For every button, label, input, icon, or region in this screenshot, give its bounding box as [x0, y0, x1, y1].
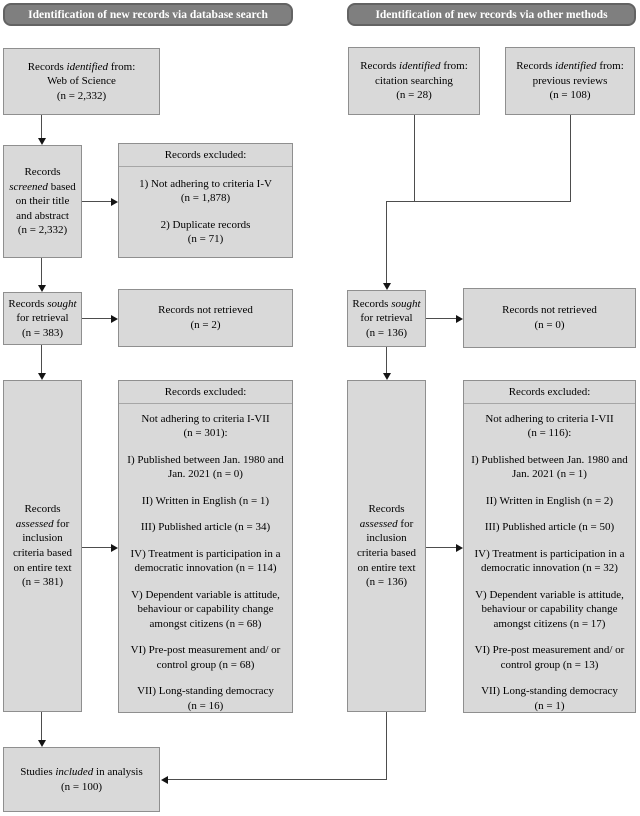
- node-records-identified-database: Records identified from: Web of Science …: [3, 48, 160, 115]
- connector-assessed-other-drop: [386, 712, 387, 779]
- header-other-methods: Identification of new records via other …: [347, 3, 636, 26]
- connector-screened-to-sought: [41, 258, 42, 285]
- excluded-header: Records excluded:: [119, 381, 292, 404]
- connector-other-to-included: [168, 779, 387, 780]
- node-records-identified-citation: Records identified from: citation search…: [348, 47, 480, 115]
- connector-identified-to-screened: [41, 115, 42, 138]
- header-other-methods-label: Identification of new records via other …: [375, 8, 608, 21]
- excluded-header: Records excluded:: [119, 144, 292, 167]
- excluded-item: VI) Pre-post measurement and/ or control…: [130, 644, 281, 671]
- node-records-not-retrieved-database: Records not retrieved (n = 2): [118, 289, 293, 347]
- arrowhead-down-icon: [382, 283, 391, 290]
- excluded-header: Records excluded:: [464, 381, 635, 404]
- excluded-item: III) Published article (n = 50): [484, 521, 615, 534]
- excluded-body: Not adhering to criteria I-VII (n = 301)…: [119, 404, 292, 722]
- node-records-sought-other: Records sought for retrieval (n = 136): [347, 290, 426, 347]
- excluded-item: IV) Treatment is participation in a demo…: [130, 547, 281, 575]
- node-text: Records sought for retrieval (n = 383): [8, 297, 77, 339]
- node-text: Records identified from: citation search…: [360, 60, 468, 102]
- node-records-excluded-assessment-other: Records excluded: Not adhering to criter…: [463, 380, 636, 713]
- arrowhead-right-icon: [111, 314, 118, 323]
- node-records-identified-reviews: Records identified from: previous review…: [505, 47, 635, 115]
- connector-assessed-to-included: [41, 712, 42, 740]
- excluded-item: II) Written in English (n = 2): [485, 494, 614, 507]
- node-text: Records not retrieved (n = 0): [502, 304, 597, 331]
- connector-reviews-drop: [570, 115, 571, 202]
- connector-merge-horizontal: [386, 201, 571, 202]
- node-text: Records identified from: previous review…: [516, 60, 624, 102]
- node-studies-included: Studies included in analysis (n = 100): [3, 747, 160, 812]
- excluded-item: VII) Long-standing democracy (n = 1): [481, 685, 618, 712]
- arrowhead-down-icon: [37, 740, 46, 747]
- node-text: Records sought for retrieval (n = 136): [352, 297, 421, 339]
- node-records-screened: Records screened based on their title an…: [3, 145, 82, 258]
- excluded-item: Not adhering to criteria I-VII (n = 116)…: [485, 412, 614, 440]
- node-records-assessed-other: Records assessed for inclusion criteria …: [347, 380, 426, 712]
- excluded-item: Not adhering to criteria I-VII (n = 301)…: [141, 412, 270, 440]
- node-records-not-retrieved-other: Records not retrieved (n = 0): [463, 288, 636, 348]
- excluded-item: I) Published between Jan. 1980 and Jan. …: [127, 453, 284, 481]
- excluded-item: 2) Duplicate records (n = 71): [160, 218, 251, 246]
- arrowhead-right-icon: [456, 314, 463, 323]
- arrowhead-right-icon: [456, 543, 463, 552]
- excluded-item: IV) Treatment is participation in a demo…: [474, 547, 625, 575]
- arrowhead-right-icon: [111, 197, 118, 206]
- node-records-excluded-screening: Records excluded: 1) Not adhering to cri…: [118, 143, 293, 258]
- header-database-search-label: Identification of new records via databa…: [28, 8, 268, 21]
- connector-sought-to-assessed: [41, 345, 42, 373]
- excluded-item: III) Published article (n = 34): [140, 521, 271, 534]
- connector-merge-to-sought: [386, 201, 387, 283]
- excluded-body: Not adhering to criteria I-VII (n = 116)…: [464, 404, 635, 722]
- connector-screened-to-excluded: [82, 201, 111, 202]
- excluded-item: I) Published between Jan. 1980 and Jan. …: [471, 453, 628, 481]
- arrowhead-down-icon: [37, 285, 46, 292]
- connector-assessed-other-to-excluded: [426, 547, 456, 548]
- excluded-item: II) Written in English (n = 1): [141, 494, 270, 507]
- connector-sought-to-not-retrieved: [82, 318, 111, 319]
- node-text: Records assessed for inclusion criteria …: [357, 503, 416, 589]
- arrowhead-left-icon: [161, 775, 168, 784]
- arrowhead-down-icon: [37, 138, 46, 145]
- arrowhead-right-icon: [111, 543, 118, 552]
- node-records-excluded-assessment-database: Records excluded: Not adhering to criter…: [118, 380, 293, 713]
- excluded-item: V) Dependent variable is attitude, behav…: [475, 588, 624, 630]
- connector-citation-drop: [414, 115, 415, 202]
- connector-sought-other-to-not-retrieved: [426, 318, 456, 319]
- node-records-sought-database: Records sought for retrieval (n = 383): [3, 292, 82, 345]
- connector-sought-other-to-assessed: [386, 347, 387, 373]
- excluded-item: 1) Not adhering to criteria I-V (n = 1,8…: [139, 177, 272, 205]
- arrowhead-down-icon: [37, 373, 46, 380]
- node-text: Records not retrieved (n = 2): [158, 304, 253, 331]
- node-text: Records identified from: Web of Science …: [27, 60, 136, 102]
- header-database-search: Identification of new records via databa…: [3, 3, 293, 26]
- node-text: Records screened based on their title an…: [9, 166, 76, 237]
- arrowhead-down-icon: [382, 373, 391, 380]
- node-records-assessed-database: Records assessed for inclusion criteria …: [3, 380, 82, 712]
- excluded-body: 1) Not adhering to criteria I-V (n = 1,8…: [119, 167, 292, 257]
- excluded-item: VI) Pre-post measurement and/ or control…: [474, 644, 625, 671]
- excluded-item: VII) Long-standing democracy (n = 16): [137, 685, 274, 712]
- node-text: Studies included in analysis (n = 100): [20, 765, 143, 793]
- excluded-item: V) Dependent variable is attitude, behav…: [131, 588, 280, 630]
- connector-assessed-to-excluded: [82, 547, 111, 548]
- node-text: Records assessed for inclusion criteria …: [13, 503, 72, 589]
